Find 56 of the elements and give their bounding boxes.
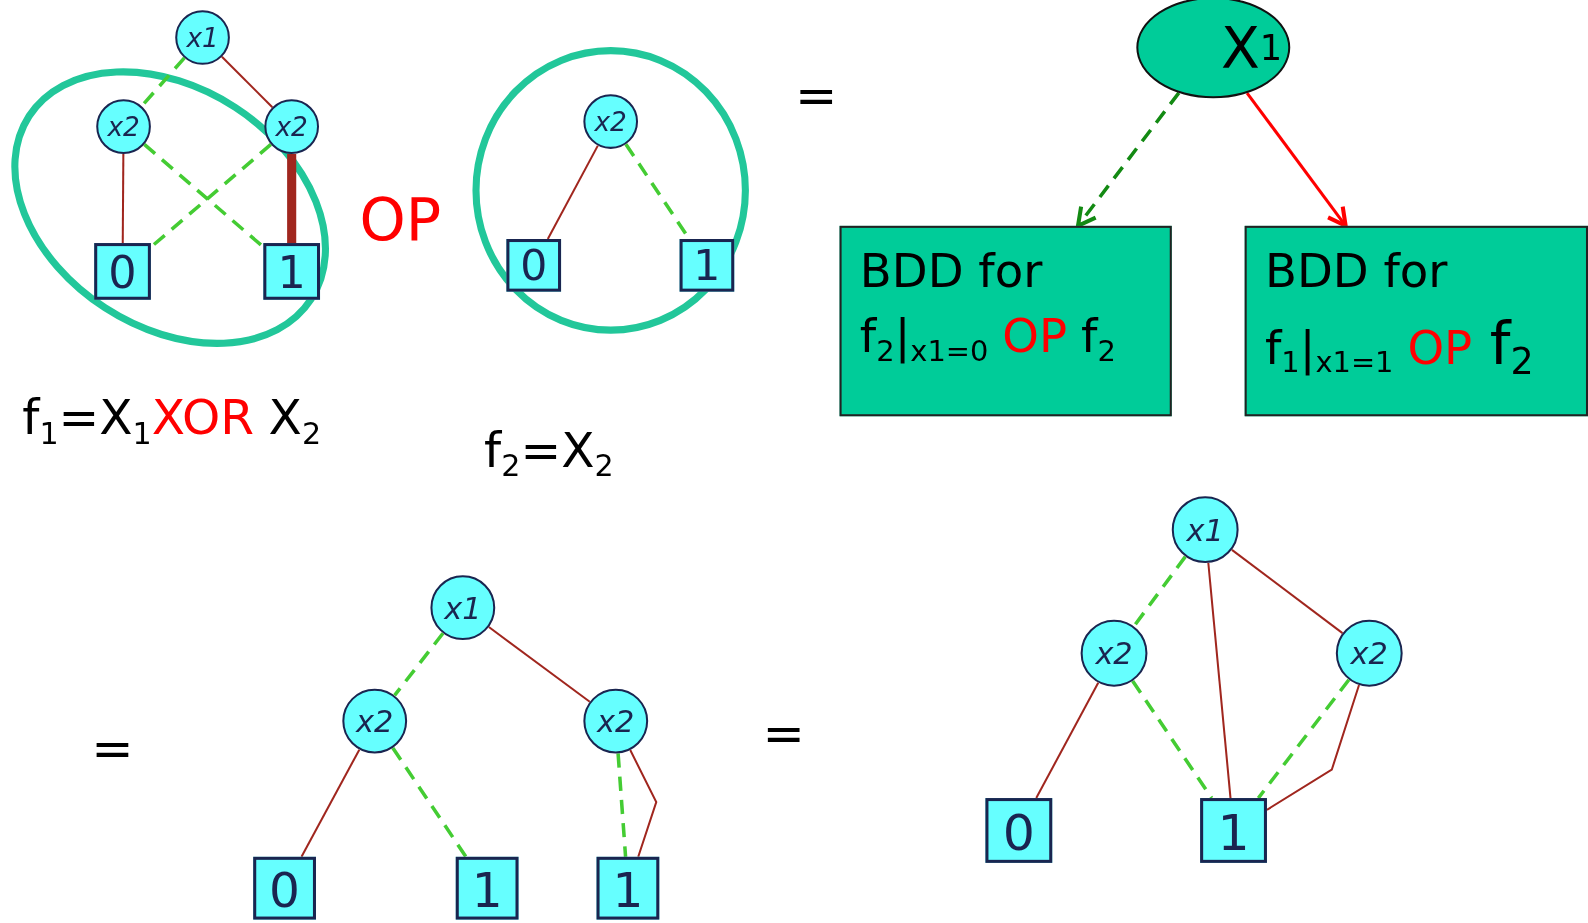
connector <box>121 153 125 244</box>
variable-node: x2 <box>583 688 649 754</box>
terminal-node: 1 <box>1200 798 1267 863</box>
terminal-node: 0 <box>506 239 562 292</box>
connector <box>1132 555 1187 628</box>
variable-node: x1 <box>1171 496 1239 564</box>
subproblem-box <box>839 225 1172 417</box>
variable-node: x2 <box>1335 619 1403 687</box>
connector <box>1035 682 1100 799</box>
variable-node: x2 <box>1080 619 1148 687</box>
variable-node: x2 <box>583 94 639 149</box>
variable-node: x1 <box>175 10 230 65</box>
connector <box>616 753 628 857</box>
connector <box>1245 92 1348 228</box>
equals-sign: = <box>91 721 134 777</box>
terminal-node: 1 <box>455 856 519 920</box>
equals-sign: = <box>795 68 838 125</box>
box-heading: BDD for <box>1264 242 1448 300</box>
terminal-node: 0 <box>985 798 1053 863</box>
connector <box>629 749 658 858</box>
variable-node: x2 <box>264 99 319 154</box>
terminal-node: 0 <box>253 856 316 920</box>
terminal-node: 1 <box>263 243 321 300</box>
connector <box>1266 684 1360 811</box>
terminal-node: 0 <box>94 243 151 300</box>
connector <box>1207 562 1232 799</box>
formula-text: f$_{2}$|$_{x1=0}$ <box>859 308 989 364</box>
subproblem-box <box>1244 225 1588 417</box>
connector <box>300 749 361 858</box>
equals-sign: = <box>762 706 806 763</box>
formula-text: f$_{2}$ <box>1081 308 1116 364</box>
variable-node: x1 <box>430 575 496 641</box>
connector <box>1131 680 1214 800</box>
operator-text: OP <box>1407 319 1473 375</box>
connector <box>287 153 297 244</box>
connector <box>391 747 468 858</box>
connector <box>488 626 591 703</box>
operator-label: XOR <box>151 388 255 446</box>
connector <box>393 632 445 697</box>
formula-label: f$_{1}$=X$_{1}$ <box>22 388 152 446</box>
variable-node: x2 <box>342 688 408 754</box>
terminal-node: 1 <box>679 239 735 292</box>
terminal-node: 1 <box>596 856 660 920</box>
formula-text: f$_{2}$ <box>1489 308 1534 378</box>
operator-label: OP <box>359 188 442 253</box>
connector <box>546 145 599 240</box>
formula-label: f$_{2}$=X$_{2}$ <box>484 423 614 477</box>
connector <box>1231 549 1344 634</box>
formula-text: f$_{1}$|$_{x1=1}$ <box>1264 319 1394 375</box>
connector <box>221 56 274 108</box>
connector <box>1075 91 1181 228</box>
box-heading: BDD for <box>859 242 1043 300</box>
connector <box>1256 678 1351 800</box>
formula-label: X$_{2}$ <box>268 388 322 446</box>
operator-text: OP <box>1002 308 1068 364</box>
variable-node: x2 <box>96 99 151 154</box>
